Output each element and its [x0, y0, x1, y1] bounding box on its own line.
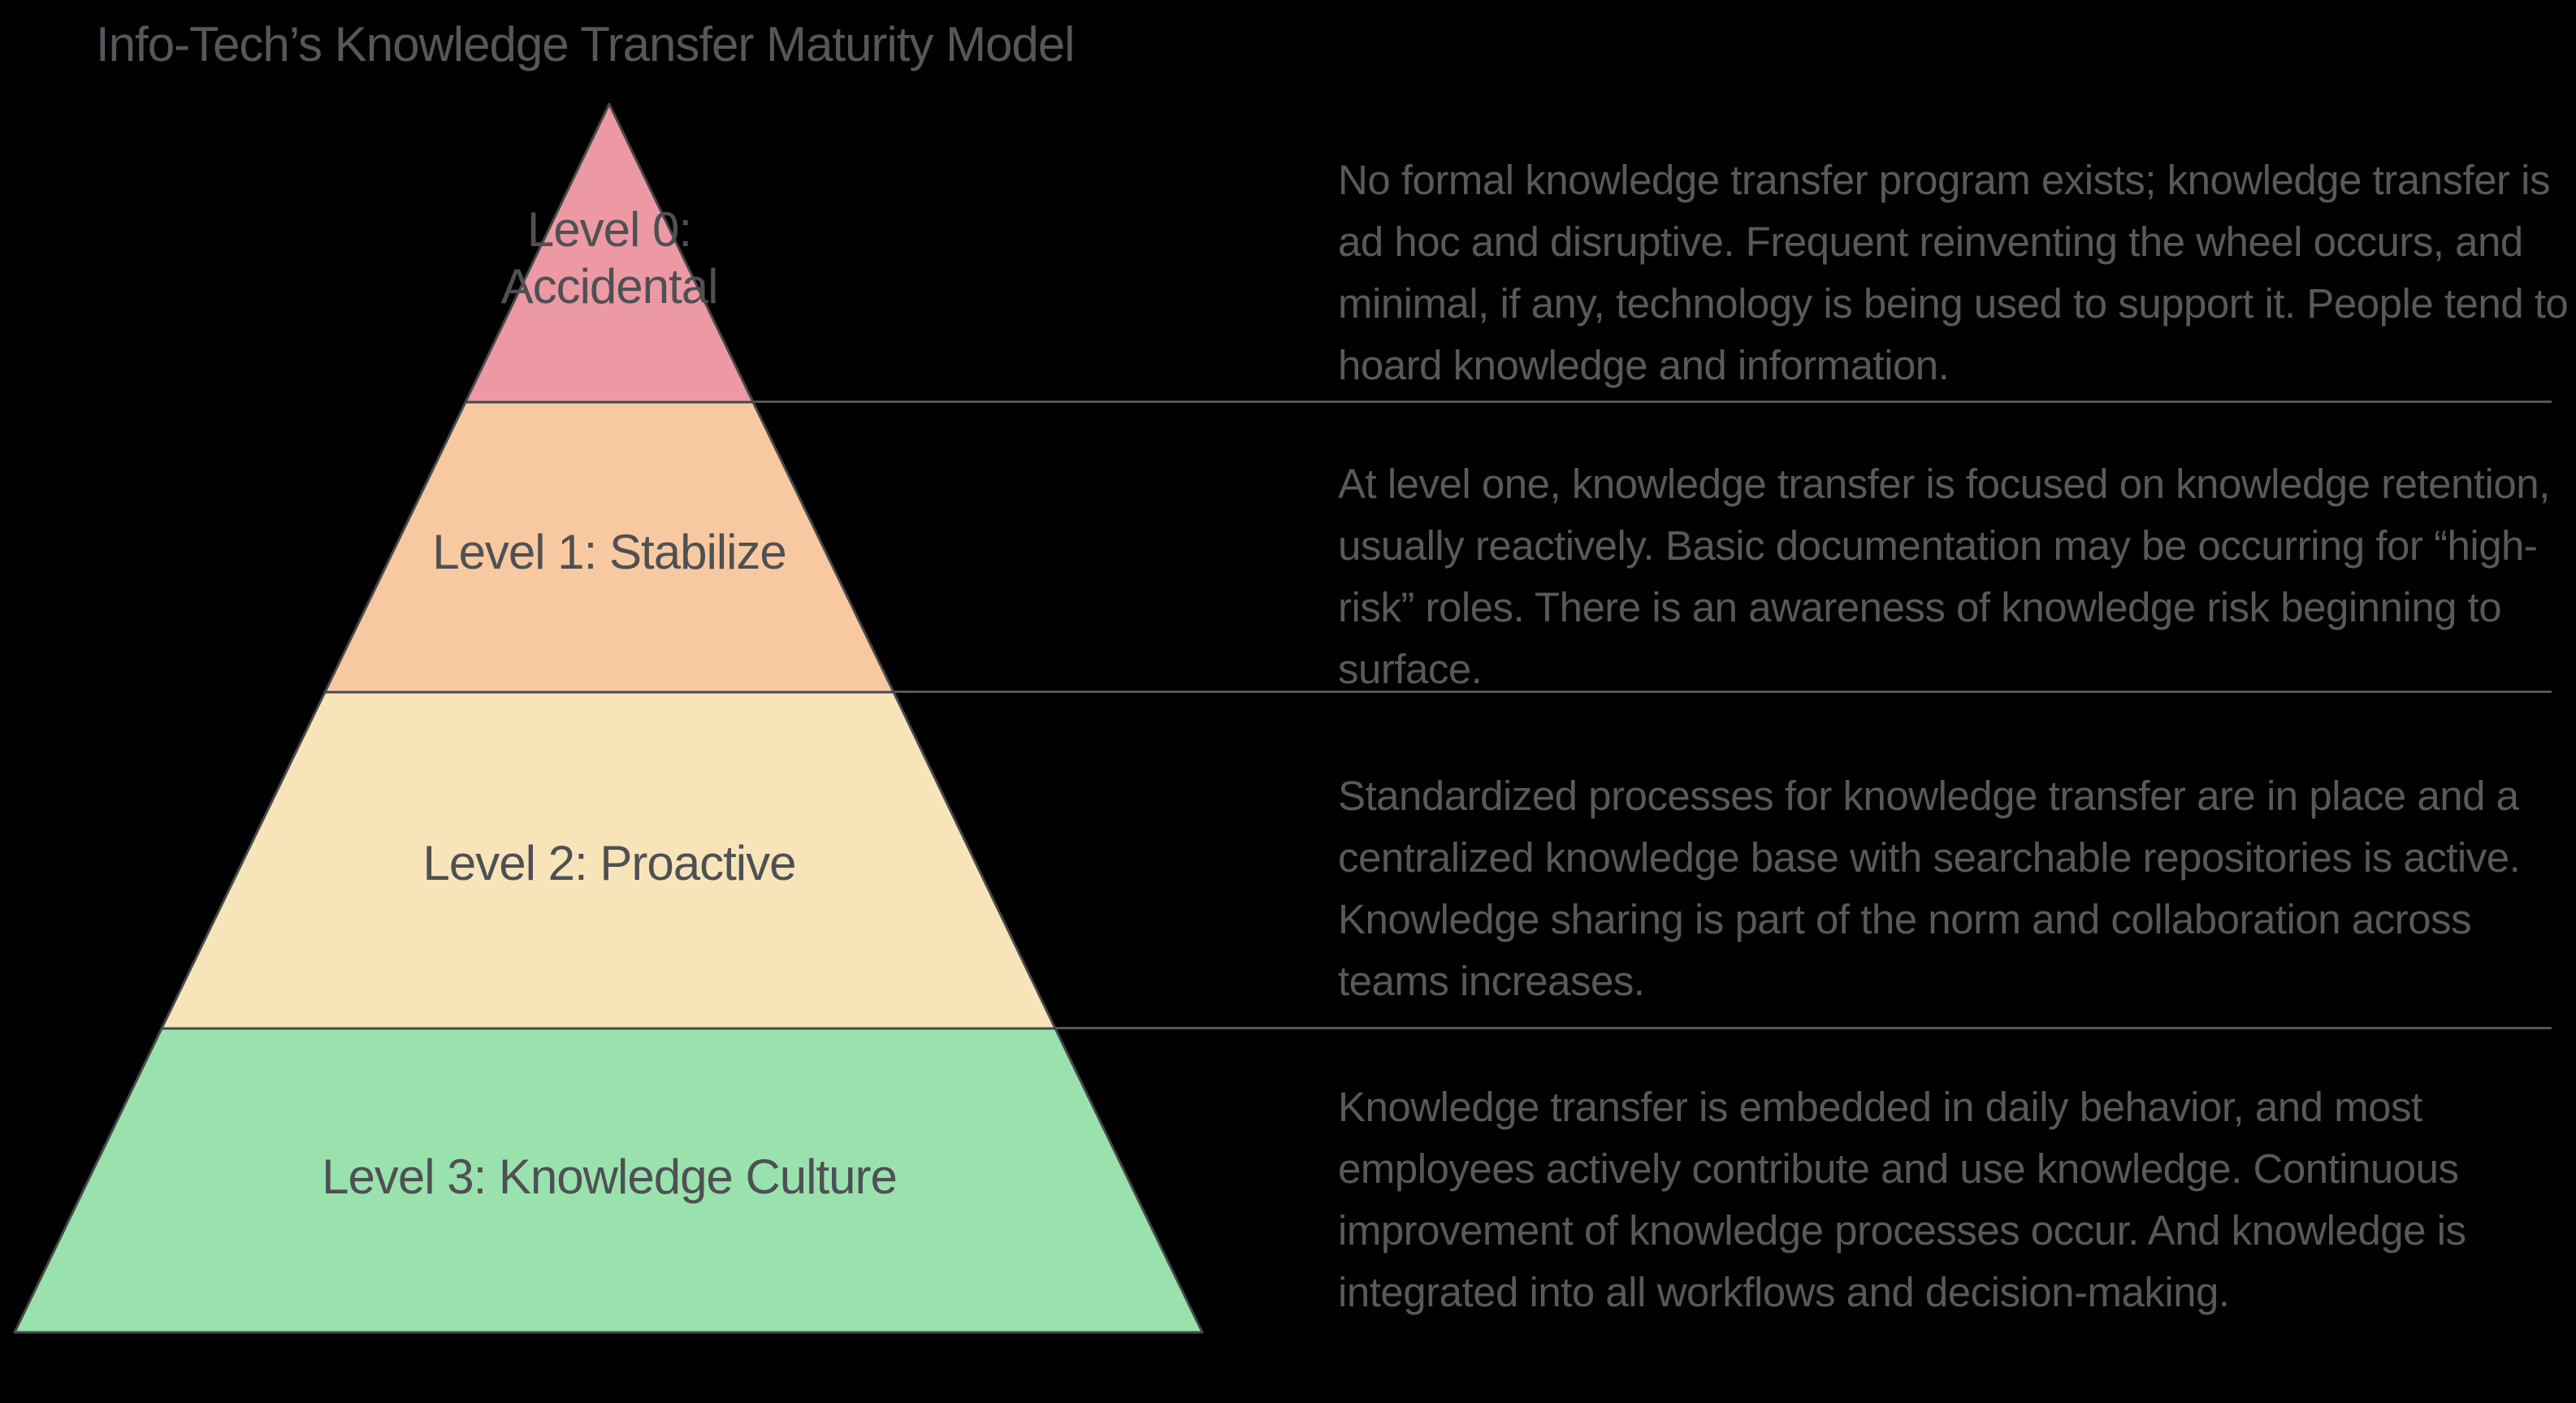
level-3-description: Knowledge transfer is embedded in daily …	[1338, 1084, 2466, 1315]
level-0-description: No formal knowledge transfer program exi…	[1338, 157, 2569, 388]
level-2-label: Level 2: Proactive	[422, 836, 797, 890]
divider-line-level0-level1	[465, 401, 2552, 403]
pyramid-level-3-band	[13, 1027, 1204, 1334]
level-1-description: At level one, knowledge transfer is focu…	[1338, 461, 2550, 692]
level-3-label: Level 3: Knowledge Culture	[322, 1150, 898, 1204]
level-2-description: Standardized processes for knowledge tra…	[1338, 773, 2521, 1004]
page-title: Info-Tech’s Knowledge Transfer Maturity …	[96, 17, 1075, 71]
divider-line-level1-level2	[325, 691, 2552, 693]
level-1-label: Level 1: Stabilize	[432, 525, 787, 579]
pyramid-diagram	[13, 102, 1204, 1334]
divider-line-level2-level3	[162, 1027, 2552, 1029]
level-0-label: Level 0: Accidental	[500, 202, 719, 314]
